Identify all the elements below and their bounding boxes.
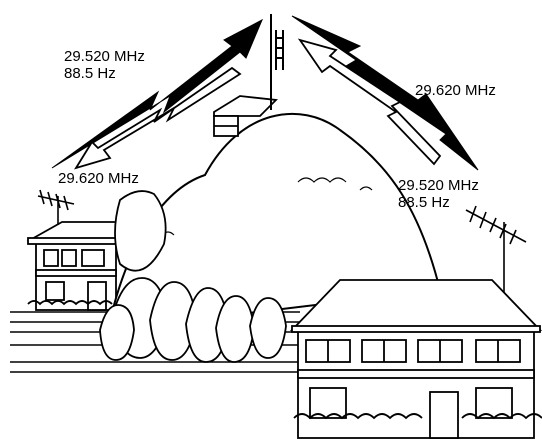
right-transmit-label: 29.620 MHz (415, 82, 496, 99)
right-tone-label: 88.5 Hz (398, 194, 450, 211)
repeater-tower (271, 14, 283, 110)
left-tone-label: 88.5 Hz (64, 65, 116, 82)
left-freq-label: 29.520 MHz (64, 48, 145, 65)
left-antenna (38, 190, 74, 225)
right-house (292, 280, 542, 438)
right-freq-label: 29.520 MHz (398, 177, 479, 194)
left-receive-label: 29.620 MHz (58, 170, 139, 187)
